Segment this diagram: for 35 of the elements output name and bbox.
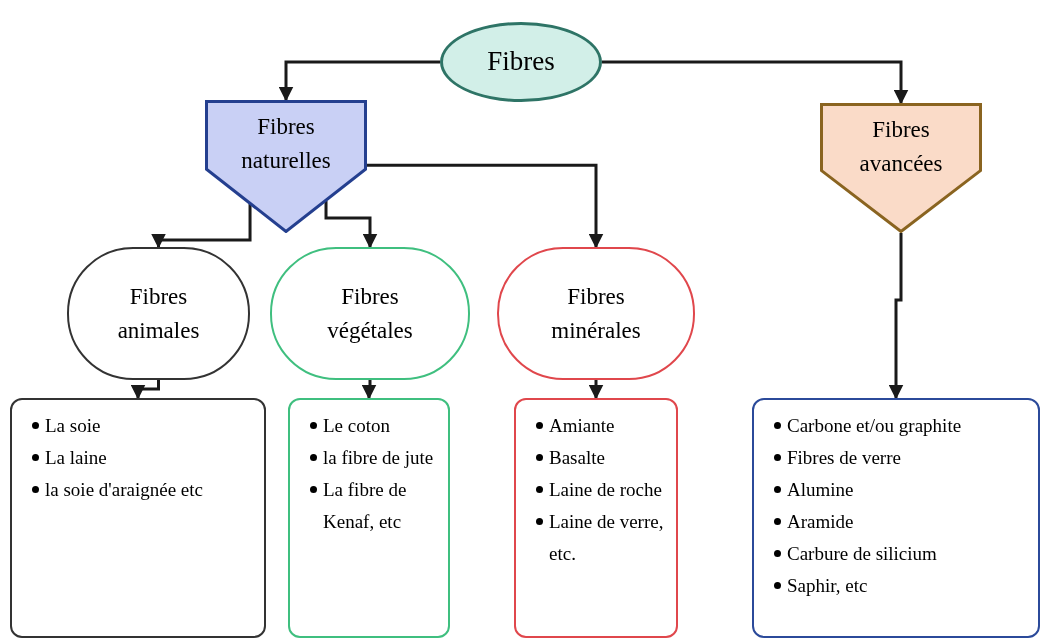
list-item: Fibres de verre xyxy=(787,446,901,470)
list-box xyxy=(10,398,266,638)
list-item: Laine de verre, etc. xyxy=(549,510,665,566)
arrow xyxy=(278,60,440,102)
arrow xyxy=(367,163,604,249)
list-item: Carbure de silicium xyxy=(787,542,937,566)
node-label: Fibres minérales xyxy=(550,282,642,345)
list-item: Amiante xyxy=(549,414,615,438)
node-label: Fibres naturelles xyxy=(240,113,332,175)
arrow xyxy=(361,380,377,400)
list-item: Aramide xyxy=(787,510,854,534)
list-item: la fibre de jute xyxy=(323,446,434,470)
list-box xyxy=(288,398,450,638)
list-item: la soie d'araignée etc xyxy=(45,478,203,502)
arrow xyxy=(602,60,909,105)
list-item: Carbone et/ou graphite xyxy=(787,414,962,438)
arrow xyxy=(151,203,252,249)
list-item: Laine de roche xyxy=(549,478,662,502)
arrow xyxy=(588,380,604,400)
node-label: Fibres végétales xyxy=(326,282,414,345)
list-box xyxy=(752,398,1040,638)
arrow xyxy=(888,233,904,400)
list-item: La soie xyxy=(45,414,101,438)
list-item: Le coton xyxy=(323,414,390,438)
arrow xyxy=(130,380,160,400)
list-item: Alumine xyxy=(787,478,854,502)
list-item: Saphir, etc xyxy=(787,574,868,598)
list-item: Basalte xyxy=(549,446,605,470)
node-label: Fibres animales xyxy=(116,282,201,345)
list-box xyxy=(514,398,678,638)
arrow xyxy=(324,201,378,249)
node-label: Fibres xyxy=(487,45,555,79)
node-label: Fibres avancées xyxy=(858,116,944,178)
list-item: La laine xyxy=(45,446,107,470)
list-item: La fibre de Kenaf, etc xyxy=(323,478,408,534)
